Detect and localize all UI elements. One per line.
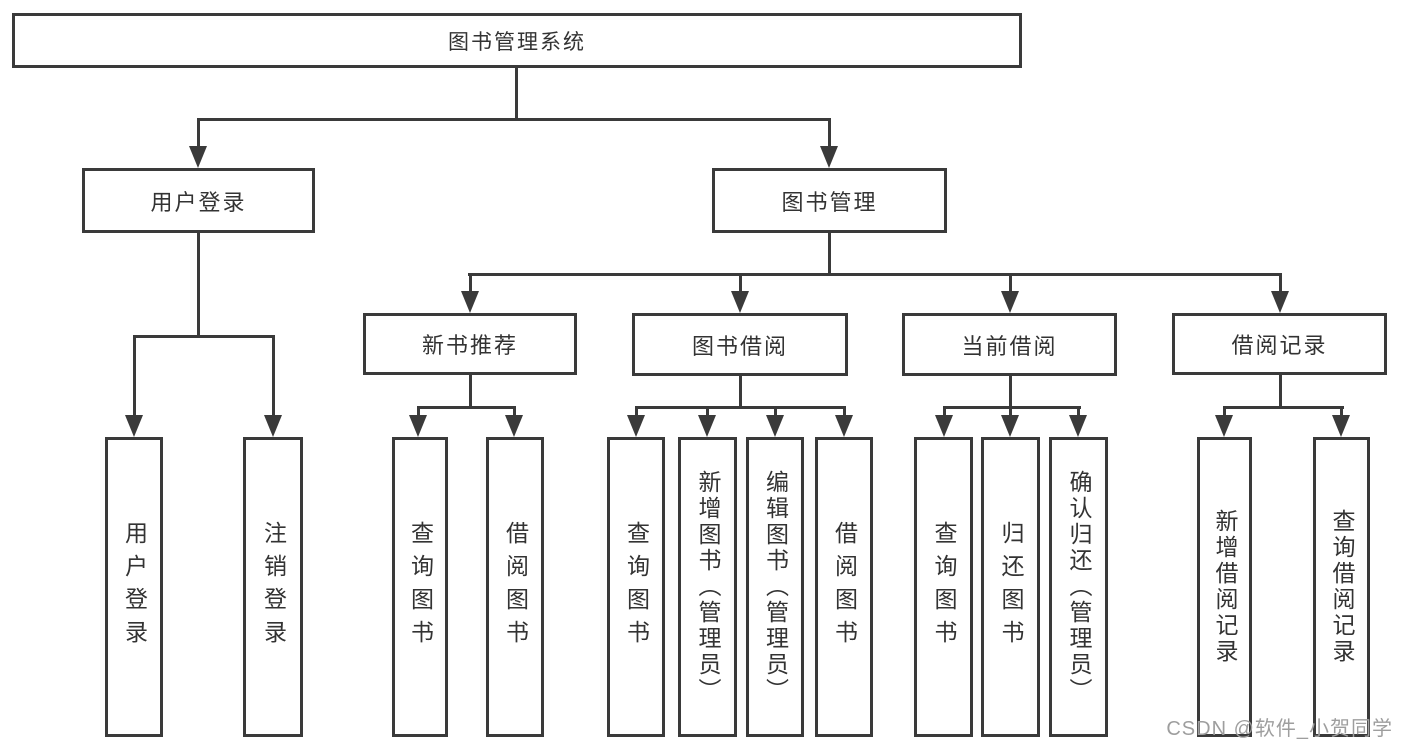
node-label: 借阅记录 xyxy=(1231,333,1328,358)
node-label: 用户登录 xyxy=(121,521,148,653)
connector-line xyxy=(197,118,831,121)
leaf-borrowing-borrow-books: 借阅图书 xyxy=(815,437,873,737)
arrowhead-down-icon xyxy=(766,415,784,437)
node-new-book-recommend: 新书推荐 xyxy=(363,313,577,375)
connector-line xyxy=(1279,373,1282,409)
node-borrow-records: 借阅记录 xyxy=(1172,313,1387,375)
connector-line xyxy=(706,406,709,418)
arrowhead-down-icon xyxy=(1001,415,1019,437)
connector-line xyxy=(1009,406,1012,418)
arrowhead-down-icon xyxy=(698,415,716,437)
node-label: 编辑图书（管理员） xyxy=(762,470,789,704)
arrowhead-down-icon xyxy=(189,146,207,168)
node-label: 查询图书 xyxy=(623,521,650,653)
node-label: 当前借阅 xyxy=(961,333,1058,359)
node-label: 注销登录 xyxy=(260,521,287,653)
csdn-watermark: CSDN @软件_小贺同学 xyxy=(1166,718,1393,740)
node-root-library-system: 图书管理系统 xyxy=(12,13,1022,68)
arrowhead-down-icon xyxy=(1271,291,1289,313)
arrowhead-down-icon xyxy=(264,415,282,437)
arrowhead-down-icon xyxy=(409,415,427,437)
arrowhead-down-icon xyxy=(820,146,838,168)
connector-line xyxy=(469,373,472,409)
leaf-current-return-books: 归还图书 xyxy=(981,437,1040,737)
connector-line xyxy=(1340,406,1343,418)
connector-line xyxy=(1009,374,1012,409)
node-label: 图书借阅 xyxy=(691,333,788,359)
node-label: 查询图书 xyxy=(407,521,434,653)
connector-line xyxy=(513,406,516,418)
node-label: 用户登录 xyxy=(150,189,247,215)
connector-line xyxy=(635,406,638,418)
connector-line xyxy=(774,406,777,418)
node-label: 查询借阅记录 xyxy=(1329,509,1355,665)
node-label: 借阅图书 xyxy=(831,521,858,653)
connector-line xyxy=(133,335,136,419)
connector-line xyxy=(843,406,846,418)
node-label: 新书推荐 xyxy=(421,333,518,358)
connector-line xyxy=(417,406,420,418)
node-label: 新增借阅记录 xyxy=(1212,509,1238,665)
leaf-current-confirm-return-admin: 确认归还（管理员） xyxy=(1049,437,1108,737)
connector-line xyxy=(1223,406,1344,409)
arrowhead-down-icon xyxy=(125,415,143,437)
leaf-logout: 注销登录 xyxy=(243,437,303,737)
arrowhead-down-icon xyxy=(1215,415,1233,437)
connector-line xyxy=(272,335,275,419)
leaf-recommend-query-books: 查询图书 xyxy=(392,437,448,737)
connector-line xyxy=(1279,273,1282,295)
leaf-current-query-books: 查询图书 xyxy=(914,437,973,737)
connector-line xyxy=(1077,406,1080,418)
leaf-borrowing-query-books: 查询图书 xyxy=(607,437,665,737)
connector-line xyxy=(468,273,1282,276)
connector-line xyxy=(739,374,742,409)
connector-line xyxy=(943,406,1081,409)
connector-line xyxy=(828,118,831,148)
arrowhead-down-icon xyxy=(1332,415,1350,437)
connector-line xyxy=(197,118,200,148)
arrowhead-down-icon xyxy=(835,415,853,437)
leaf-borrowing-edit-books-admin: 编辑图书（管理员） xyxy=(746,437,804,737)
connector-line xyxy=(739,273,742,295)
node-label: 确认归还（管理员） xyxy=(1066,470,1092,704)
connector-line xyxy=(943,406,946,418)
connector-line xyxy=(828,231,831,276)
node-book-management: 图书管理 xyxy=(712,168,947,233)
leaf-recommend-borrow-books: 借阅图书 xyxy=(486,437,544,737)
connector-line xyxy=(1009,273,1012,295)
connector-line xyxy=(635,406,846,409)
leaf-user-login: 用户登录 xyxy=(105,437,163,737)
node-label: 归还图书 xyxy=(998,521,1024,653)
connector-line xyxy=(469,273,472,295)
arrowhead-down-icon xyxy=(461,291,479,313)
connector-line xyxy=(197,231,200,337)
arrowhead-down-icon xyxy=(935,415,953,437)
leaf-records-add-record: 新增借阅记录 xyxy=(1197,437,1252,737)
leaf-records-query-record: 查询借阅记录 xyxy=(1313,437,1370,737)
node-current-borrowing: 当前借阅 xyxy=(902,313,1117,376)
connector-line xyxy=(1223,406,1226,418)
node-label: 图书管理 xyxy=(781,189,878,215)
connector-line xyxy=(133,335,275,338)
leaf-borrowing-add-books-admin: 新增图书（管理员） xyxy=(678,437,737,737)
node-user-login: 用户登录 xyxy=(82,168,315,233)
arrowhead-down-icon xyxy=(505,415,523,437)
connector-line xyxy=(515,66,518,120)
node-label: 新增图书（管理员） xyxy=(695,470,721,704)
node-book-borrowing: 图书借阅 xyxy=(632,313,848,376)
arrowhead-down-icon xyxy=(1069,415,1087,437)
node-label: 查询图书 xyxy=(931,521,957,653)
arrowhead-down-icon xyxy=(627,415,645,437)
connector-line xyxy=(417,406,516,409)
arrowhead-down-icon xyxy=(731,291,749,313)
node-label: 图书管理系统 xyxy=(448,30,586,54)
node-label: 借阅图书 xyxy=(502,521,529,653)
arrowhead-down-icon xyxy=(1001,291,1019,313)
